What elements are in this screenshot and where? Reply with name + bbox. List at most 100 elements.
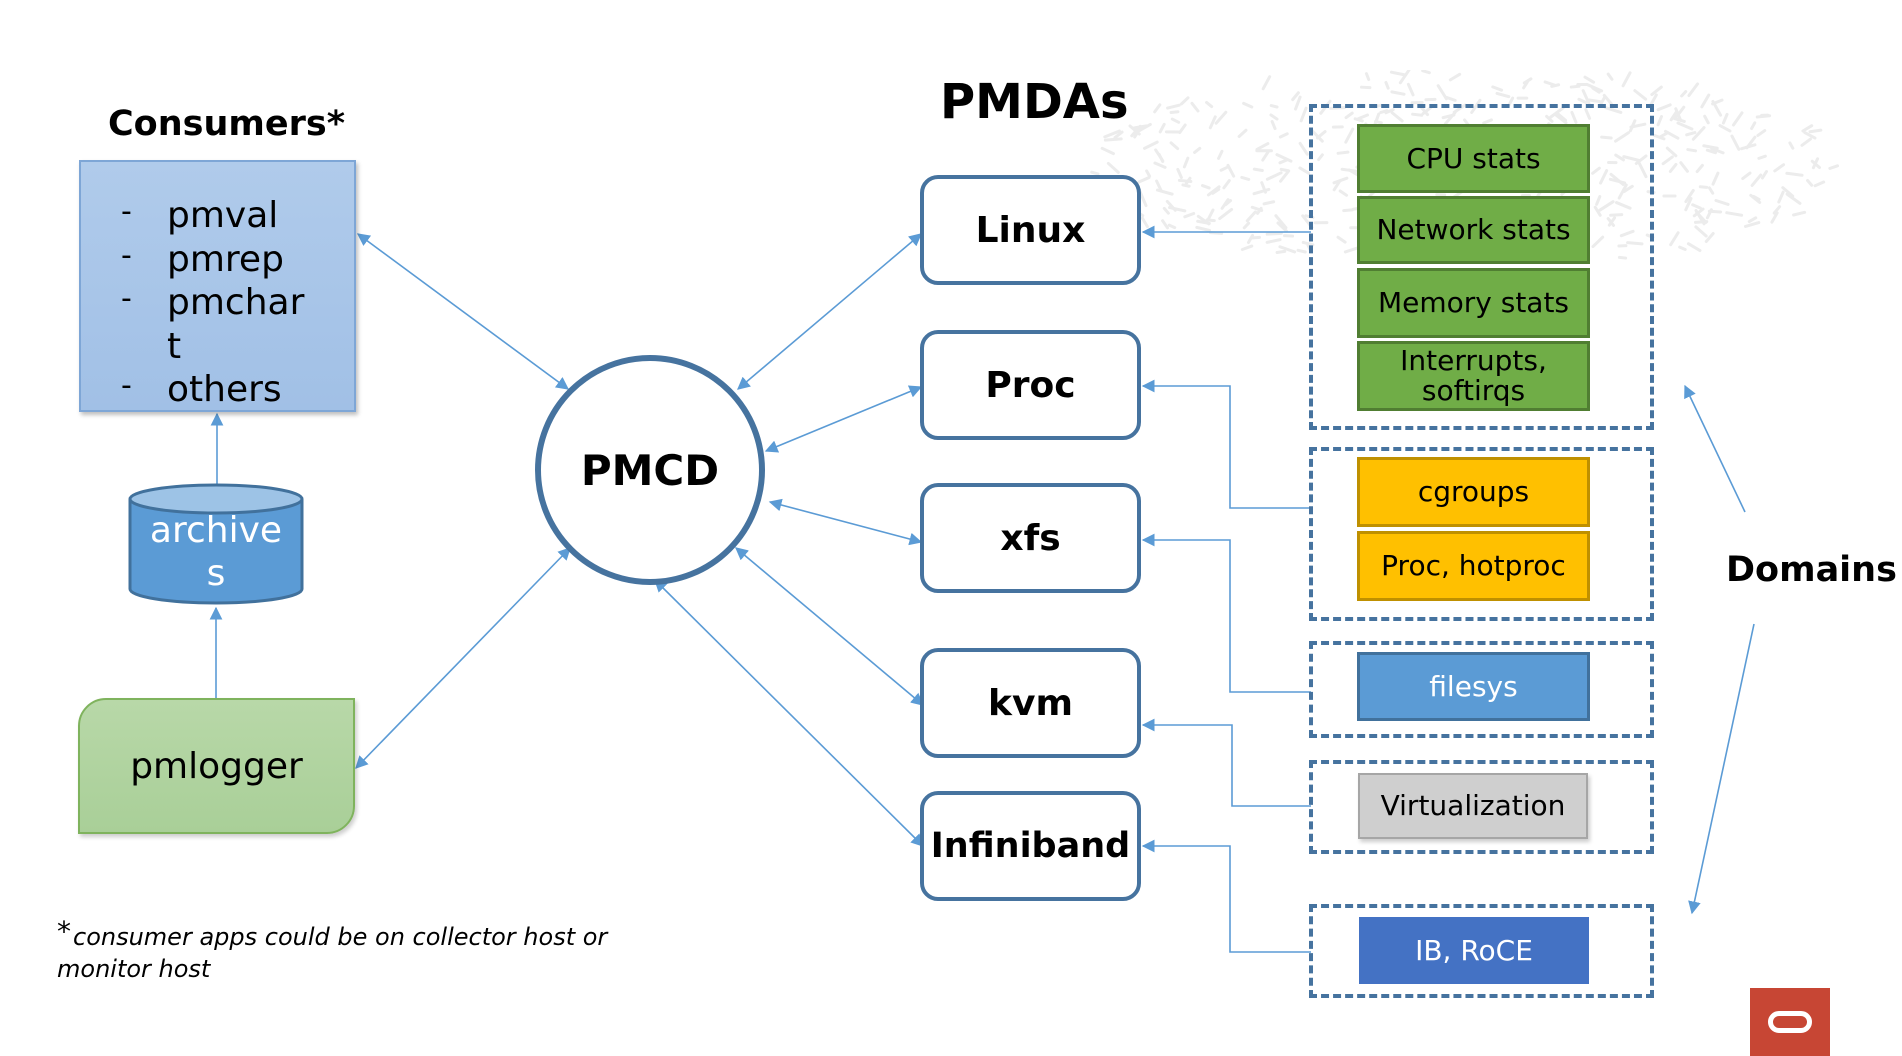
pattern-stroke bbox=[1598, 200, 1615, 212]
pattern-stroke bbox=[1384, 80, 1390, 90]
pattern-stroke bbox=[1154, 148, 1165, 163]
metric-memory-stats[interactable]: Memory stats bbox=[1357, 268, 1590, 338]
pattern-stroke bbox=[1705, 148, 1717, 155]
pattern-stroke bbox=[1184, 176, 1192, 186]
domains-heading: Domains bbox=[1726, 550, 1897, 590]
metric-virtualization[interactable]: Virtualization bbox=[1358, 773, 1588, 839]
pattern-stroke bbox=[1549, 106, 1565, 119]
arrow-pmcd-infiniband bbox=[654, 579, 924, 847]
pattern-stroke bbox=[1169, 110, 1180, 115]
pattern-stroke bbox=[1678, 245, 1687, 251]
pattern-stroke bbox=[1714, 199, 1730, 206]
pmda-linux[interactable]: Linux bbox=[920, 175, 1141, 285]
consumer-item-label: pmrep bbox=[167, 238, 284, 280]
pattern-stroke bbox=[1554, 113, 1568, 125]
pattern-stroke bbox=[1705, 208, 1713, 220]
metric-ib-roce[interactable]: IB, RoCE bbox=[1359, 917, 1589, 984]
pattern-stroke bbox=[1261, 149, 1271, 162]
metric-cgroups[interactable]: cgroups bbox=[1357, 457, 1590, 527]
pattern-stroke bbox=[1604, 106, 1623, 114]
pattern-stroke bbox=[1600, 135, 1613, 140]
pattern-stroke bbox=[1622, 155, 1641, 162]
metric-interrupts-softirqs[interactable]: Interrupts, softirqs bbox=[1357, 341, 1590, 411]
oracle-logo-icon bbox=[1750, 988, 1830, 1056]
pattern-stroke bbox=[1167, 223, 1177, 230]
pattern-stroke bbox=[1298, 141, 1309, 156]
pattern-stroke bbox=[1495, 91, 1511, 99]
pattern-stroke bbox=[1602, 93, 1613, 106]
pattern-stroke bbox=[1252, 187, 1271, 196]
pattern-stroke bbox=[1181, 183, 1191, 188]
bullet-dash: - bbox=[121, 281, 132, 316]
pattern-stroke bbox=[1309, 128, 1324, 143]
pattern-stroke bbox=[1609, 213, 1624, 217]
pattern-stroke bbox=[1214, 110, 1228, 125]
pattern-stroke bbox=[1106, 161, 1120, 174]
pattern-stroke bbox=[1731, 111, 1744, 127]
pattern-stroke bbox=[1137, 175, 1151, 184]
pattern-stroke bbox=[1621, 71, 1632, 88]
pattern-stroke bbox=[1788, 141, 1795, 150]
pmda-xfs[interactable]: xfs bbox=[920, 483, 1141, 593]
pattern-stroke bbox=[1209, 231, 1224, 235]
pattern-stroke bbox=[1219, 166, 1229, 172]
pattern-stroke bbox=[1770, 211, 1779, 224]
arrow-domain-proc bbox=[1141, 379, 1311, 509]
pattern-stroke bbox=[1436, 84, 1448, 101]
pattern-stroke bbox=[1161, 219, 1169, 230]
pmlogger-box[interactable]: pmlogger bbox=[78, 698, 355, 834]
pmda-proc[interactable]: Proc bbox=[920, 330, 1141, 440]
pattern-stroke bbox=[1801, 124, 1814, 133]
pattern-stroke bbox=[1694, 208, 1706, 226]
pattern-stroke bbox=[1606, 72, 1614, 81]
pattern-stroke bbox=[1669, 109, 1679, 122]
pattern-stroke bbox=[1421, 70, 1431, 75]
pattern-stroke bbox=[1617, 255, 1628, 260]
metric-network-stats[interactable]: Network stats bbox=[1357, 196, 1590, 264]
pmda-infiniband[interactable]: Infiniband bbox=[920, 791, 1141, 901]
pattern-stroke bbox=[1685, 131, 1697, 137]
pattern-stroke bbox=[1145, 169, 1152, 178]
pattern-stroke bbox=[1155, 188, 1174, 196]
pattern-stroke bbox=[1113, 130, 1124, 140]
pattern-stroke bbox=[1803, 131, 1817, 140]
pattern-stroke bbox=[1781, 186, 1795, 198]
pattern-stroke bbox=[1744, 221, 1761, 228]
pattern-stroke bbox=[1556, 112, 1568, 122]
metric-label: Virtualization bbox=[1380, 789, 1566, 822]
pattern-stroke bbox=[1679, 161, 1689, 173]
pattern-stroke bbox=[1275, 249, 1287, 255]
pattern-stroke bbox=[1224, 199, 1233, 207]
pattern-stroke bbox=[1278, 245, 1297, 254]
oracle-ring-icon bbox=[1768, 1011, 1812, 1033]
pattern-stroke bbox=[1389, 70, 1407, 77]
pattern-stroke bbox=[1205, 100, 1214, 109]
metric-filesys[interactable]: filesys bbox=[1357, 652, 1590, 721]
consumers-box[interactable]: -pmval -pmrep -pmchart -others bbox=[79, 160, 356, 412]
pattern-stroke bbox=[1711, 171, 1720, 186]
pattern-stroke bbox=[1491, 85, 1504, 92]
pattern-stroke bbox=[1299, 106, 1308, 123]
pmda-label: Infiniband bbox=[930, 826, 1131, 866]
pattern-stroke bbox=[1206, 208, 1215, 222]
pattern-stroke bbox=[1406, 82, 1415, 97]
metric-cpu-stats[interactable]: CPU stats bbox=[1357, 124, 1590, 193]
pattern-stroke bbox=[1279, 167, 1290, 173]
pattern-stroke bbox=[1707, 186, 1715, 195]
pattern-stroke bbox=[1543, 80, 1556, 87]
arrow-domain-kvm bbox=[1141, 718, 1311, 807]
pattern-stroke bbox=[1332, 176, 1349, 185]
pattern-stroke bbox=[1680, 90, 1688, 98]
pattern-stroke bbox=[1583, 75, 1596, 84]
pmda-kvm[interactable]: kvm bbox=[920, 648, 1141, 758]
pmcd-node[interactable]: PMCD bbox=[535, 355, 765, 585]
archives-cylinder[interactable]: archives bbox=[128, 483, 304, 607]
pattern-stroke bbox=[1140, 216, 1149, 229]
pattern-stroke bbox=[1217, 149, 1224, 160]
pattern-stroke bbox=[1269, 113, 1279, 121]
pmda-label: xfs bbox=[1000, 517, 1061, 559]
pattern-stroke bbox=[1684, 188, 1695, 204]
metric-proc-hotproc[interactable]: Proc, hotproc bbox=[1357, 531, 1590, 601]
pattern-stroke bbox=[1128, 124, 1141, 136]
pattern-stroke bbox=[1336, 150, 1350, 155]
